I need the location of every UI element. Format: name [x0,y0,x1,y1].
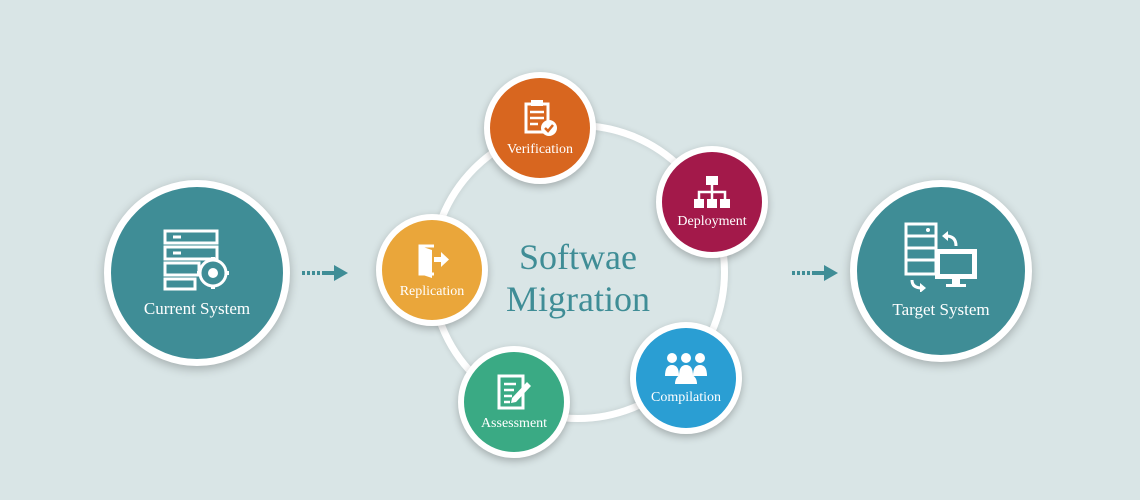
exit-door-icon [418,244,449,278]
target-system-label: Target System [892,300,990,319]
hierarchy-icon [694,176,730,208]
replication-label: Replication [399,284,465,299]
assessment-node: Assessment [458,346,570,458]
title-line-1: Softwae [519,237,637,277]
deployment-node: Deployment [656,146,768,258]
deployment-label: Deployment [677,214,747,229]
server-settings-icon [163,229,229,291]
verification-label: Verification [506,142,574,157]
team-icon [665,353,707,384]
server-monitor-sync-icon [904,222,977,292]
assessment-label: Assessment [480,416,548,431]
document-edit-icon [497,374,531,410]
clipboard-check-icon [524,100,557,136]
title-line-2: Migration [506,279,650,319]
target-system-node: Target System [850,180,1032,362]
diagram-title: Softwae Migration [478,236,678,320]
arrow-right-icon [302,265,348,281]
compilation-node: Compilation [630,322,742,434]
replication-node: Replication [376,214,488,326]
compilation-label: Compilation [651,390,721,405]
current-system-node: Current System [104,180,290,366]
verification-node: Verification [484,72,596,184]
arrow-right-icon [792,265,838,281]
current-system-label: Current System [143,299,251,318]
